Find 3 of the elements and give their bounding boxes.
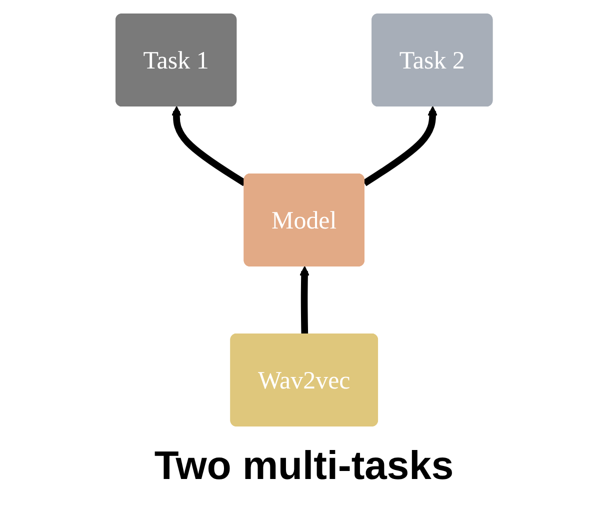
arrow	[362, 106, 438, 186]
arrow	[299, 266, 310, 335]
caption: Two multi-tasks	[154, 444, 454, 489]
